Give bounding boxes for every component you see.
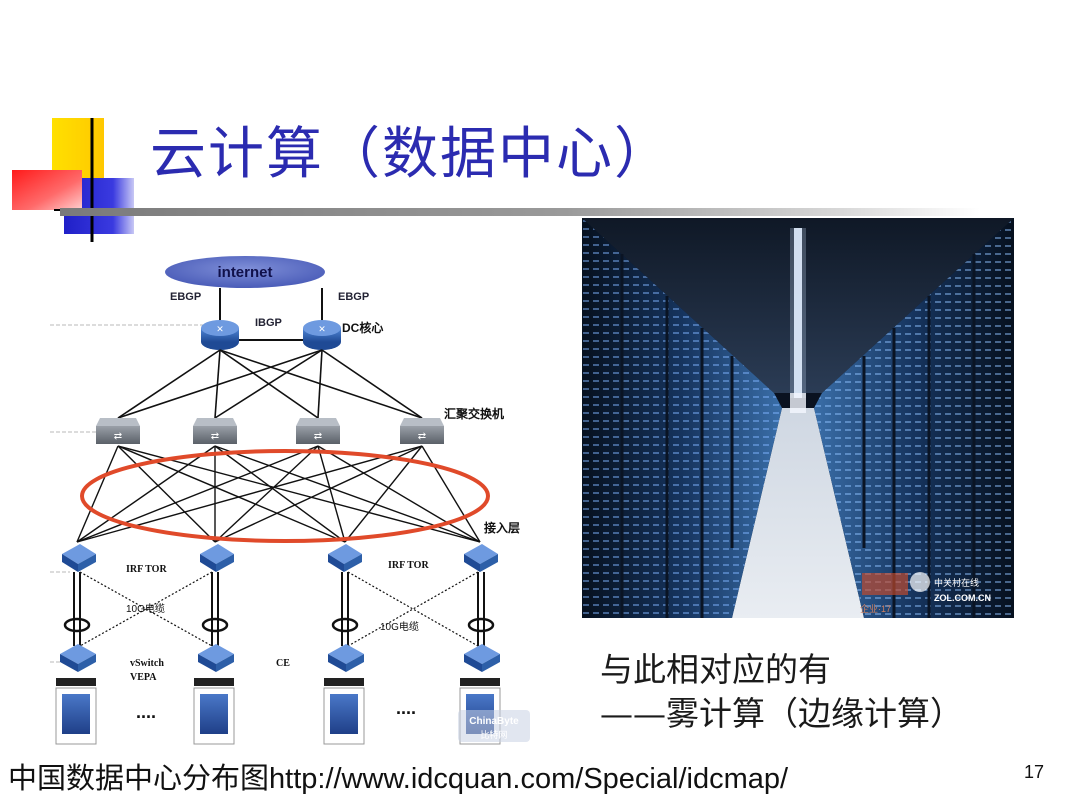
servers xyxy=(55,678,501,745)
vswitch-4 xyxy=(464,644,500,672)
internet-cloud xyxy=(165,256,325,288)
ce-label: CE xyxy=(276,658,290,669)
svg-text:中关村在线: 中关村在线 xyxy=(934,577,979,588)
slide-title: 云计算（数据中心） xyxy=(150,122,672,187)
title-divider xyxy=(60,208,980,216)
internet-label: internet xyxy=(217,264,272,281)
vswitch-3 xyxy=(328,644,364,672)
network-topology-diagram: internet EBGP EBGP IBGP ✕ ✕ DC核心 xyxy=(50,256,530,745)
footer-label: 中国数据中心分布图 xyxy=(8,761,270,795)
svg-text:⇄: ⇄ xyxy=(314,431,322,442)
cable-right-label: 10G电缆 xyxy=(380,620,419,633)
ellipsis-left: .... xyxy=(136,702,156,722)
aggregation-switch-2: ⇄ xyxy=(193,418,237,444)
server-3 xyxy=(323,678,365,745)
access-switches xyxy=(62,544,498,572)
ibgp-label: IBGP xyxy=(255,317,282,329)
tor-switch-1 xyxy=(62,544,96,572)
irf-ring xyxy=(80,449,490,543)
aggregation-switch-3: ⇄ xyxy=(296,418,340,444)
page-number: 17 xyxy=(1024,762,1045,782)
aggregation-switch-1: ⇄ xyxy=(96,418,140,444)
svg-text:比特网: 比特网 xyxy=(480,729,507,740)
ellipsis-right: .... xyxy=(396,698,416,718)
tor-switch-2 xyxy=(200,544,234,572)
svg-text:✕: ✕ xyxy=(216,324,224,334)
tor-switch-3 xyxy=(328,544,362,572)
virtual-switches xyxy=(60,644,500,672)
aggregation-switches: ⇄ ⇄ ⇄ ⇄ xyxy=(96,418,444,444)
chinabyte-watermark: ChinaByte 比特网 xyxy=(458,710,530,742)
vswitch-label: vSwitch xyxy=(130,658,164,669)
irf-tor-left-label: IRF TOR xyxy=(126,564,167,575)
footer: 中国数据中心分布图http://www.idcquan.com/Special/… xyxy=(8,758,788,799)
access-layer-label: 接入层 xyxy=(484,520,520,535)
svg-text:⇄: ⇄ xyxy=(418,431,426,442)
aggregation-switch-4: ⇄ xyxy=(400,418,444,444)
ebgp-right-label: EBGP xyxy=(338,291,369,303)
caption-line-1: 与此相对应的有 xyxy=(600,650,831,689)
svg-text:ChinaByte: ChinaByte xyxy=(469,716,519,727)
zol-watermark: 中关村在线 ZOL.COM.CN 企业·17 xyxy=(860,572,991,614)
vswitch-2 xyxy=(198,644,234,672)
dc-core-label: DC核心 xyxy=(342,320,383,335)
svg-text:ZOL.COM.CN: ZOL.COM.CN xyxy=(934,593,991,603)
footer-link[interactable]: http://www.idcquan.com/Special/idcmap/ xyxy=(269,763,789,795)
caption-line-2: ——雾计算（边缘计算） xyxy=(600,694,963,733)
vswitch-1 xyxy=(60,644,96,672)
irf-tor-right-label: IRF TOR xyxy=(388,560,429,571)
server-1 xyxy=(55,678,97,745)
svg-text:✕: ✕ xyxy=(318,324,326,334)
vepa-label: VEPA xyxy=(130,672,157,683)
svg-text:企业·17: 企业·17 xyxy=(860,603,891,614)
aggregation-label: 汇聚交换机 xyxy=(444,406,504,421)
datacenter-photo: 中关村在线 ZOL.COM.CN 企业·17 xyxy=(582,218,1014,618)
svg-text:⇄: ⇄ xyxy=(114,431,122,442)
core-router-left: ✕ xyxy=(201,320,239,350)
core-router-right: ✕ xyxy=(303,320,341,350)
svg-text:⇄: ⇄ xyxy=(211,431,219,442)
cable-left-label: 10G电缆 xyxy=(126,602,165,615)
ebgp-left-label: EBGP xyxy=(170,291,201,303)
tor-switch-4 xyxy=(464,544,498,572)
server-2 xyxy=(193,678,235,745)
corner-decoration xyxy=(12,118,134,242)
